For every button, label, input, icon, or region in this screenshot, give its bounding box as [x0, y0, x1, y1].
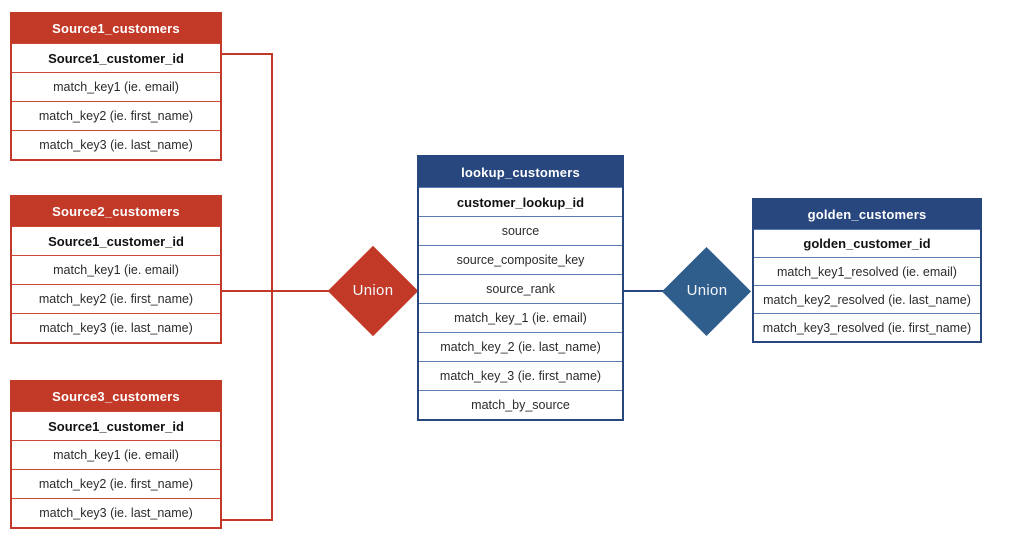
table-row-primary-key: customer_lookup_id: [419, 187, 622, 216]
table-golden-customers: golden_customers golden_customer_id matc…: [752, 198, 982, 343]
table-row: match_key3 (ie. last_name): [12, 130, 220, 159]
connector-trunk-vertical: [271, 53, 273, 521]
table-row: match_by_source: [419, 390, 622, 419]
table-row: match_key1 (ie. email): [12, 72, 220, 101]
table-source3-customers: Source3_customers Source1_customer_id ma…: [10, 380, 222, 529]
union-label-golden: Union: [686, 282, 728, 299]
table-row: match_key1_resolved (ie. email): [754, 257, 980, 285]
table-row: source: [419, 216, 622, 245]
table-row: match_key_2 (ie. last_name): [419, 332, 622, 361]
table-row: match_key_1 (ie. email): [419, 303, 622, 332]
table-row: match_key3_resolved (ie. first_name): [754, 313, 980, 341]
table-source1-customers: Source1_customers Source1_customer_id ma…: [10, 12, 222, 161]
table-row: match_key1 (ie. email): [12, 255, 220, 284]
table-row-primary-key: Source1_customer_id: [12, 411, 220, 440]
union-label-sources: Union: [352, 282, 394, 299]
table-row: source_composite_key: [419, 245, 622, 274]
table-lookup-customers: lookup_customers customer_lookup_id sour…: [417, 155, 624, 421]
table-header: golden_customers: [754, 200, 980, 229]
table-row: source_rank: [419, 274, 622, 303]
connector-source1-to-trunk: [222, 53, 273, 55]
table-row: match_key3 (ie. last_name): [12, 313, 220, 342]
table-header: Source2_customers: [12, 197, 220, 226]
table-row: match_key2 (ie. first_name): [12, 284, 220, 313]
connector-lookup-to-union: [623, 290, 664, 292]
connector-source2-to-union: [222, 290, 329, 292]
table-row: match_key_3 (ie. first_name): [419, 361, 622, 390]
table-header: Source3_customers: [12, 382, 220, 411]
table-row-primary-key: Source1_customer_id: [12, 43, 220, 72]
table-row-primary-key: golden_customer_id: [754, 229, 980, 257]
table-row: match_key2 (ie. first_name): [12, 469, 220, 498]
table-row: match_key1 (ie. email): [12, 440, 220, 469]
table-row: match_key3 (ie. last_name): [12, 498, 220, 527]
table-source2-customers: Source2_customers Source1_customer_id ma…: [10, 195, 222, 344]
table-header: Source1_customers: [12, 14, 220, 43]
connector-source3-to-trunk: [222, 519, 273, 521]
table-row-primary-key: Source1_customer_id: [12, 226, 220, 255]
table-header: lookup_customers: [419, 157, 622, 187]
table-row: match_key2_resolved (ie. last_name): [754, 285, 980, 313]
table-row: match_key2 (ie. first_name): [12, 101, 220, 130]
